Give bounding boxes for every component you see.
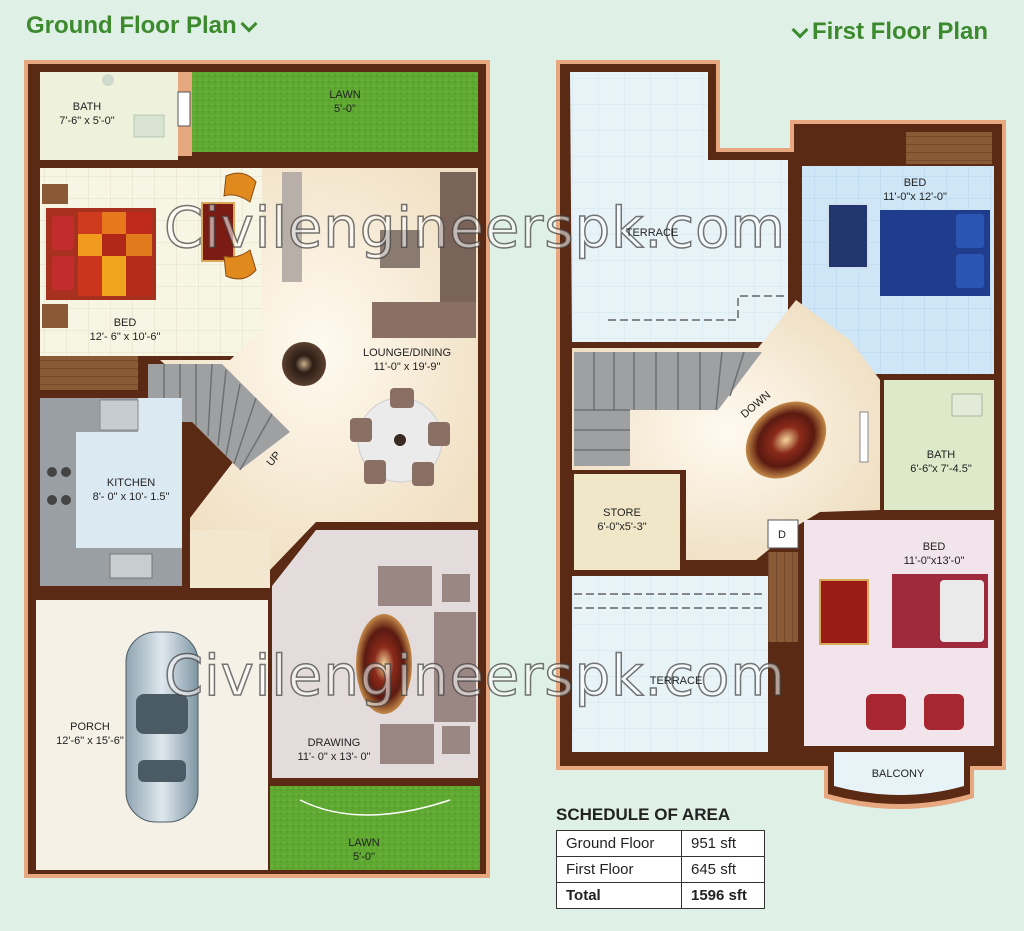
armchair-icon <box>223 172 257 203</box>
bed-quilt-3 <box>126 212 152 234</box>
bath-drain <box>102 74 114 86</box>
bed1-pillow-1 <box>956 214 984 248</box>
stair-treads-first <box>574 351 745 451</box>
label-bath: BATH 7'-6" x 5'-0" <box>59 101 115 127</box>
bed2-chair-2 <box>924 694 964 730</box>
entrance-hall <box>190 530 270 588</box>
label-bed: BED 12'- 6" x 10'-6" <box>89 317 161 343</box>
label-porch: PORCH 12'-6" x 15'-6" <box>56 721 124 747</box>
bed-quilt-4 <box>78 234 102 256</box>
lounge-round-rug <box>282 342 326 386</box>
bath-fixture <box>133 114 165 138</box>
label-bath-first: BATH 6'-6"x 7'-4.5" <box>910 449 972 475</box>
schedule-label: First Floor <box>556 856 682 883</box>
dining-chair <box>350 418 372 442</box>
label-lounge: LOUNGE/DINING 11'-0" x 19'-9" <box>362 347 451 373</box>
bed2-pillows <box>940 580 984 642</box>
bed2-rug <box>819 579 869 645</box>
bed-quilt-8 <box>102 256 126 296</box>
bath-first-fixture <box>951 393 983 417</box>
label-bed2: BED 11'-0"x13'-0" <box>903 541 965 567</box>
label-drawing: DRAWING 11'- 0" x 13'- 0" <box>297 737 371 763</box>
lawn-bottom <box>270 786 480 870</box>
lounge-coffee-table <box>380 230 420 268</box>
schedule-table: Ground Floor 951 sft First Floor 645 sft… <box>556 830 765 909</box>
label-store: STORE 6'-0"x5'-3" <box>597 507 647 533</box>
kitchen-counter-left <box>40 432 76 548</box>
drawing-armchair-top <box>378 566 432 606</box>
schedule-value: 1596 sft <box>681 882 765 909</box>
schedule-value: 951 sft <box>681 830 765 857</box>
dining-chair <box>364 460 386 484</box>
terrace-bottom <box>572 576 768 752</box>
bed-wardrobe <box>40 356 138 390</box>
store-room <box>574 474 680 570</box>
drawing-sofa-right <box>434 612 476 722</box>
label-terrace-top: TERRACE <box>625 227 679 239</box>
bed-rug <box>201 202 235 262</box>
schedule-label: Total <box>556 882 682 909</box>
label-balcony: BALCONY <box>871 768 925 780</box>
lounge-sofa-seat <box>372 302 476 338</box>
ground-floor-title: Ground Floor Plan <box>26 12 261 40</box>
bed-quilt-9 <box>126 256 152 296</box>
first-floor-title: First Floor Plan <box>788 18 988 46</box>
drawing-side-table-1 <box>442 574 470 602</box>
label-bed1: BED 11'-0"x 12'-0" <box>883 177 947 203</box>
balcony <box>834 752 964 795</box>
bed1-wardrobe <box>906 132 992 164</box>
bed1-pillow-2 <box>956 254 984 288</box>
label-lawn-bottom: LAWN 5'-0" <box>348 837 380 863</box>
dining-table-center <box>394 434 406 446</box>
car-rear-window <box>138 760 186 782</box>
drawing-armchair-bottom <box>380 724 434 764</box>
lawn-top <box>192 72 478 152</box>
bed-pillow-2 <box>52 256 74 290</box>
schedule-label: Ground Floor <box>556 830 682 857</box>
lawn-bottom-path <box>299 799 451 816</box>
stair-treads <box>163 363 273 471</box>
car-windshield <box>136 694 188 734</box>
bed-quilt-1 <box>78 212 102 234</box>
bed-pillow-1 <box>52 216 74 250</box>
table-row: Total 1596 sft <box>556 882 765 909</box>
bed2-d-box <box>767 519 799 549</box>
bed2-wardrobe <box>768 552 798 642</box>
hall-console <box>859 411 869 463</box>
bed1-rug <box>827 203 869 269</box>
sink-icon <box>109 553 153 579</box>
dining-chair <box>428 422 450 446</box>
drawing-oval-rug <box>356 614 412 714</box>
label-lawn-top: LAWN 5'-0" <box>329 89 361 115</box>
terrace-bottom-dash <box>574 593 766 609</box>
schedule-value: 645 sft <box>681 856 765 883</box>
bed-quilt-6 <box>126 234 152 256</box>
stove-icon <box>47 467 71 505</box>
bed-quilt-2 <box>102 212 126 234</box>
bed-side-table-2 <box>42 304 68 328</box>
terrace-top <box>570 72 788 342</box>
drawing-side-table-2 <box>442 726 470 754</box>
table-row: First Floor 645 sft <box>556 856 765 883</box>
stair-down <box>574 352 762 466</box>
bed2-chair-1 <box>866 694 906 730</box>
label-d: D <box>778 529 786 541</box>
dining-chair <box>390 388 414 408</box>
hall-oval-rug <box>745 401 827 479</box>
label-kitchen: KITCHEN 8'- 0" x 10'- 1.5" <box>92 477 170 503</box>
terrace-top-dash <box>608 295 788 321</box>
lounge-tv-unit <box>282 172 302 282</box>
bath-window <box>177 91 191 127</box>
kitchen-fridge <box>99 399 139 431</box>
schedule-title: SCHEDULE OF AREA <box>556 805 731 824</box>
bed-side-table-1 <box>42 184 68 204</box>
bed-quilt-7 <box>78 256 102 296</box>
bed-quilt-5 <box>102 234 126 256</box>
dining-chair <box>412 462 434 486</box>
label-terrace-bottom: TERRACE <box>649 675 703 687</box>
armchair-icon <box>223 249 257 280</box>
table-row: Ground Floor 951 sft <box>556 830 765 857</box>
